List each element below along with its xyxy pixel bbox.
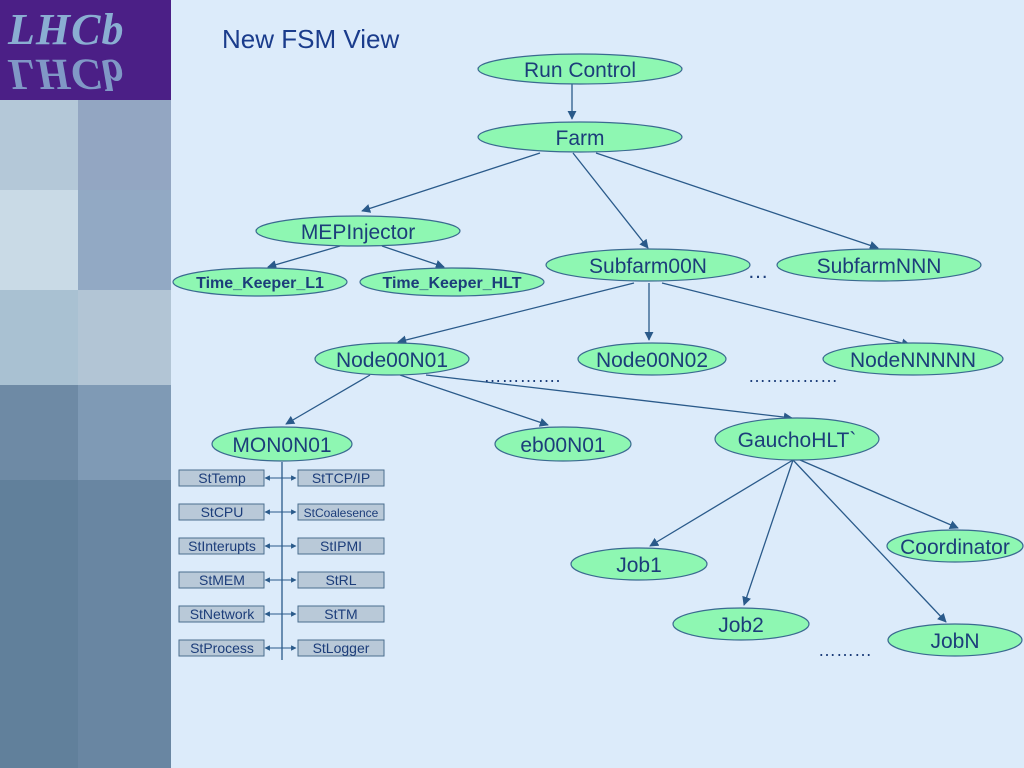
service-box-strl[interactable]: StRL bbox=[297, 571, 385, 589]
node-label: Job1 bbox=[616, 554, 662, 577]
service-box-stprocess[interactable]: StProcess bbox=[178, 639, 265, 657]
sidebar-tile bbox=[0, 385, 78, 480]
service-box-stipmi[interactable]: StIPMI bbox=[297, 537, 385, 555]
fsm-node-run-control[interactable]: Run Control bbox=[477, 53, 683, 85]
fsm-node-nodennnnn[interactable]: NodeNNNNN bbox=[822, 342, 1004, 376]
fsm-node-mepinjector[interactable]: MEPInjector bbox=[255, 215, 461, 247]
node-label: MON0N01 bbox=[232, 434, 331, 457]
node-label: Subfarm00N bbox=[589, 255, 707, 278]
node-label: SubfarmNNN bbox=[817, 255, 942, 278]
fsm-node-mon0n01[interactable]: MON0N01 bbox=[211, 426, 353, 462]
node-label: Time_Keeper_L1 bbox=[196, 275, 324, 292]
edge-gaucho-job1 bbox=[649, 459, 794, 547]
node-label: NodeNNNNN bbox=[850, 349, 976, 372]
fsm-node-job1[interactable]: Job1 bbox=[570, 547, 708, 581]
node-label: Time_Keeper_HLT bbox=[382, 275, 521, 292]
edge-node01-eb bbox=[399, 374, 549, 427]
service-box-stmem[interactable]: StMEM bbox=[178, 571, 265, 589]
edge-farm-subfarm00n bbox=[572, 152, 649, 249]
service-label: StInterupts bbox=[188, 538, 256, 554]
page-title: New FSM View bbox=[222, 24, 400, 54]
sidebar-tile bbox=[78, 480, 171, 768]
node-label: eb00N01 bbox=[520, 434, 605, 457]
edge-farm-subfarmnnn bbox=[595, 152, 879, 250]
sidebar-tile bbox=[78, 290, 171, 385]
edge-subfarm-nodennnnn bbox=[661, 282, 911, 348]
edge-node01-mon bbox=[285, 374, 371, 425]
edge-gaucho-jobn bbox=[792, 459, 947, 623]
sidebar-tile bbox=[0, 190, 78, 290]
sidebar-decoration: LHCb LHCb bbox=[0, 0, 171, 768]
service-label: StProcess bbox=[190, 640, 254, 656]
service-label: StCPU bbox=[201, 504, 244, 520]
fsm-node-time-keeper-hlt[interactable]: Time_Keeper_HLT bbox=[359, 267, 545, 297]
service-label: StTM bbox=[324, 606, 357, 622]
service-box-stinterupts[interactable]: StInterupts bbox=[178, 537, 265, 555]
fsm-node-time-keeper-l1[interactable]: Time_Keeper_L1 bbox=[172, 267, 348, 297]
node-label: Node00N01 bbox=[336, 349, 448, 372]
fsm-node-gauchohlt[interactable]: GauchoHLT` bbox=[714, 417, 880, 461]
sidebar-tile bbox=[78, 100, 171, 190]
service-box-stcpu[interactable]: StCPU bbox=[178, 503, 265, 521]
sidebar-tile bbox=[0, 100, 78, 190]
fsm-node-jobn[interactable]: JobN bbox=[887, 623, 1023, 657]
logo-text: LHCb bbox=[8, 5, 125, 54]
fsm-node-node00n02[interactable]: Node00N02 bbox=[577, 342, 727, 376]
subfarm-ellipsis: … bbox=[748, 260, 769, 283]
service-box-sttemp[interactable]: StTemp bbox=[178, 469, 265, 487]
service-label: StNetwork bbox=[190, 606, 256, 622]
service-box-sttm[interactable]: StTM bbox=[297, 605, 385, 623]
fsm-node-eb00n01[interactable]: eb00N01 bbox=[494, 426, 632, 462]
service-label: StIPMI bbox=[320, 538, 362, 554]
service-box-stnetwork[interactable]: StNetwork bbox=[178, 605, 265, 623]
fsm-node-farm[interactable]: Farm bbox=[477, 121, 683, 153]
edge-mepinjector-tkhlt bbox=[381, 245, 445, 269]
sidebar-tile bbox=[78, 385, 171, 480]
edge-subfarm-node01 bbox=[397, 282, 635, 345]
node-ellipsis-left: …………. bbox=[483, 366, 560, 386]
edge-gaucho-job2 bbox=[742, 459, 794, 606]
jobs-ellipsis: ……… bbox=[818, 640, 872, 660]
service-box-stcoalesence[interactable]: StCoalesence bbox=[297, 503, 385, 521]
sidebar-tile bbox=[78, 190, 171, 290]
sidebar-tile bbox=[0, 480, 78, 768]
fsm-node-coordinator[interactable]: Coordinator bbox=[886, 529, 1024, 563]
service-label: StMEM bbox=[199, 572, 245, 588]
node-ellipsis-right: …………… bbox=[748, 366, 838, 386]
node-label: Run Control bbox=[524, 59, 636, 82]
service-label: StRL bbox=[325, 572, 356, 588]
fsm-node-subfarmnnn[interactable]: SubfarmNNN bbox=[776, 248, 982, 282]
node-label: Farm bbox=[556, 127, 605, 150]
service-box-sttcpip[interactable]: StTCP/IP bbox=[297, 469, 385, 487]
node-label: Job2 bbox=[718, 614, 764, 637]
sidebar-tile bbox=[0, 290, 78, 385]
node-label: Node00N02 bbox=[596, 349, 708, 372]
service-label: StTemp bbox=[198, 470, 246, 486]
fsm-node-subfarm00n[interactable]: Subfarm00N bbox=[545, 248, 751, 282]
node-label: JobN bbox=[930, 630, 979, 653]
lhcb-logo: LHCb LHCb bbox=[0, 0, 171, 100]
fsm-node-job2[interactable]: Job2 bbox=[672, 607, 810, 641]
node-label: MEPInjector bbox=[301, 221, 415, 244]
edge-gaucho-coordinator bbox=[799, 459, 959, 529]
node-label: Coordinator bbox=[900, 536, 1010, 559]
service-box-stlogger[interactable]: StLogger bbox=[297, 639, 385, 657]
service-label: StTCP/IP bbox=[312, 470, 370, 486]
fsm-node-node00n01[interactable]: Node00N01 bbox=[314, 342, 470, 376]
service-label: StCoalesence bbox=[304, 506, 379, 520]
edge-node01-gaucho bbox=[425, 374, 793, 422]
service-label: StLogger bbox=[313, 640, 370, 656]
edge-mepinjector-tkl1 bbox=[267, 245, 341, 270]
node-label: GauchoHLT` bbox=[738, 429, 857, 452]
edge-farm-mepinjector bbox=[361, 152, 541, 213]
